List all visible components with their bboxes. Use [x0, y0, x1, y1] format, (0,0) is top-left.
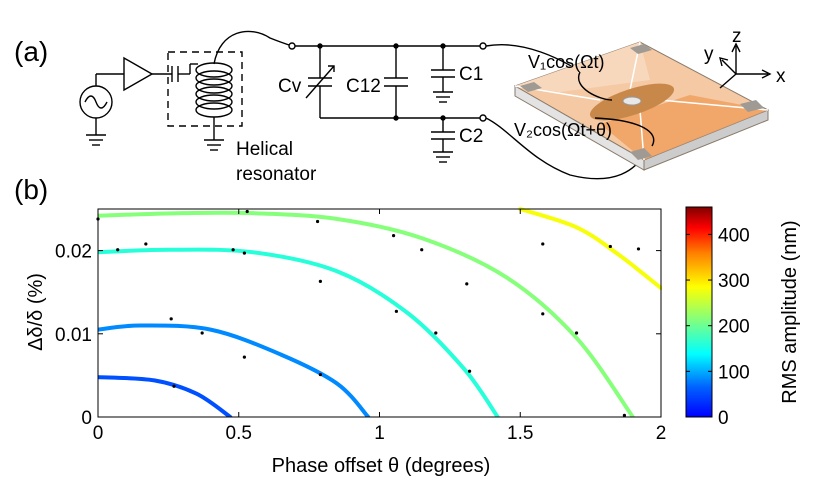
- data-point: [636, 247, 641, 251]
- panel-a: (a): [14, 26, 786, 185]
- data-point: [315, 219, 320, 224]
- signal2-label: V₂cos(Ωt+θ): [514, 120, 612, 140]
- x-axis-title: Phase offset θ (degrees): [272, 455, 491, 477]
- signal1-label: V₁cos(Ωt): [528, 52, 605, 72]
- panel-b-label: (b): [14, 174, 48, 205]
- axes-triad-icon: [719, 42, 772, 89]
- colorbar-tick-label: 100: [718, 362, 750, 383]
- y-tick-label: 0.01: [55, 325, 92, 346]
- x-tick-label: 1.5: [507, 423, 533, 444]
- data-point: [116, 248, 120, 252]
- series-line-0: [98, 375, 233, 417]
- y-tick-label: 0.02: [55, 242, 92, 263]
- data-point: [172, 384, 176, 388]
- data-point: [467, 369, 472, 373]
- colorbar-tick-label: 300: [718, 271, 750, 292]
- amplifier-icon: [123, 56, 172, 92]
- data-point: [541, 312, 545, 316]
- colorbar: [685, 206, 713, 418]
- colorbar-tick-label: 0: [718, 408, 729, 429]
- data-point: [200, 331, 204, 335]
- data-point: [420, 248, 424, 252]
- y-axis-title: Δδ/δ (%): [25, 273, 47, 351]
- c2-label: C2: [459, 126, 483, 147]
- series-line-3: [98, 210, 635, 417]
- cv-label: Cv: [278, 76, 302, 97]
- colorbar-tick-label: 200: [718, 317, 750, 338]
- data-point: [391, 234, 396, 238]
- panel-a-label: (a): [14, 36, 48, 67]
- ac-source-icon: [79, 73, 124, 146]
- device-chip-icon: [513, 41, 770, 171]
- colorbar-title: RMS amplitude (nm): [779, 220, 801, 403]
- resonator-label-line2: resonator: [236, 164, 317, 185]
- x-tick-label: 1: [374, 423, 385, 444]
- data-point: [608, 244, 612, 249]
- data-point: [574, 331, 579, 335]
- c12-label: C12: [346, 76, 381, 97]
- data-point: [622, 413, 627, 417]
- coupling-capacitor-icon: [171, 66, 190, 82]
- data-point: [318, 279, 322, 283]
- colorbar-tick-label: 400: [718, 225, 750, 246]
- capacitor-network: [288, 42, 651, 180]
- c1-label: C1: [459, 64, 483, 85]
- data-point: [434, 331, 438, 335]
- data-point: [245, 209, 249, 214]
- data-point: [242, 251, 246, 255]
- data-point: [394, 309, 398, 313]
- x-tick-label: 2: [656, 423, 667, 444]
- data-point: [465, 282, 469, 286]
- axis-y-label: y: [704, 44, 714, 65]
- data-point: [169, 317, 173, 321]
- helical-resonator-icon: [167, 30, 293, 151]
- data-point: [541, 242, 545, 246]
- resonator-label-line1: Helical: [236, 139, 293, 160]
- series-line-2: [98, 247, 500, 417]
- plot-area: 0 0.5 1 1.5 2 0 0.01 0.02: [55, 207, 667, 444]
- x-tick-label: 0.5: [226, 423, 252, 444]
- x-tick-label: 0: [93, 423, 104, 444]
- data-point: [318, 372, 322, 377]
- device-lead-lines: [577, 71, 655, 147]
- series-line-1: [98, 323, 371, 417]
- data-point: [231, 248, 235, 252]
- series-line-4: [518, 207, 662, 291]
- y-tick-label: 0: [81, 408, 92, 429]
- axis-x-label: x: [776, 66, 786, 87]
- axis-z-label: z: [732, 26, 742, 47]
- data-point: [144, 242, 148, 246]
- panel-b: (b) 0 0.5 1 1.5 2 0 0.01 0.02 Phase offset θ (d…: [14, 174, 801, 477]
- data-point: [242, 355, 246, 359]
- colorbar-ticks: 0 100 200 300 400: [686, 225, 750, 429]
